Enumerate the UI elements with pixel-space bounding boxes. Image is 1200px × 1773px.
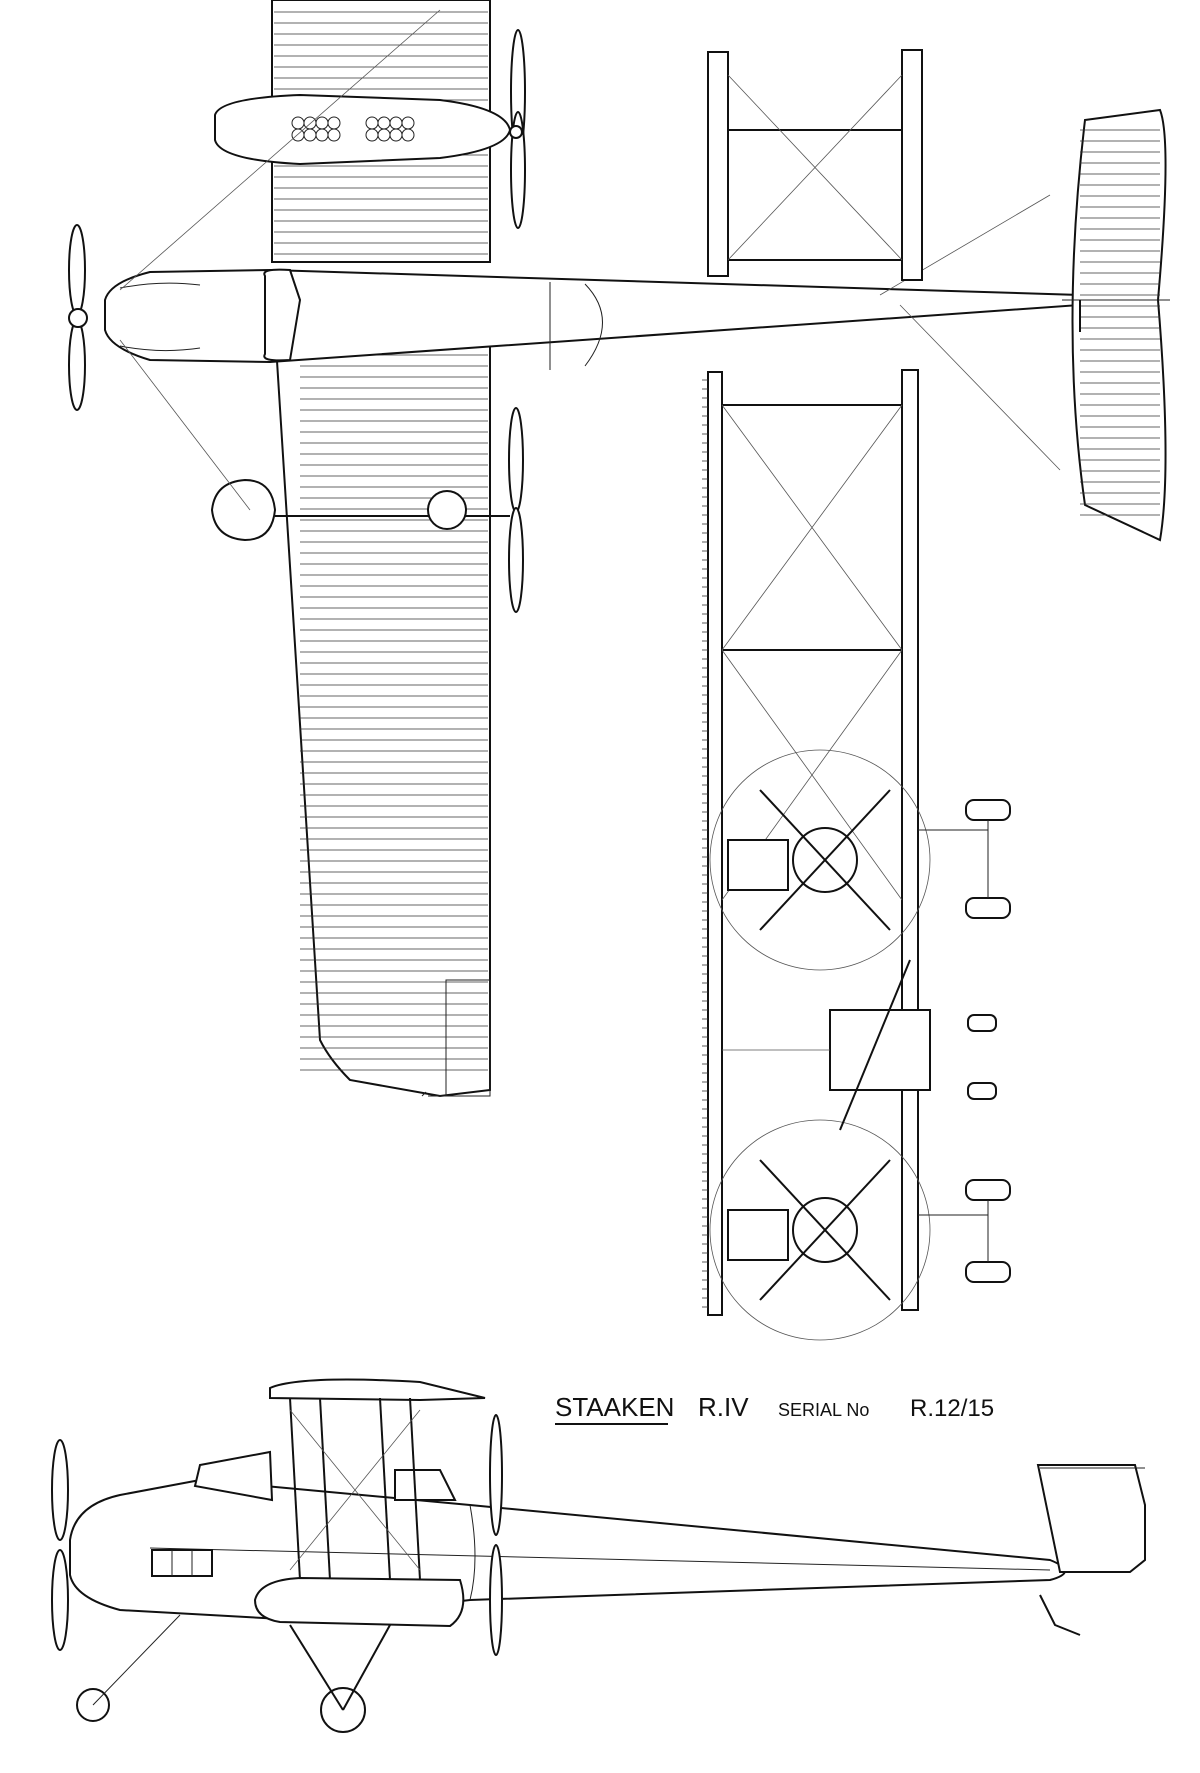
side-upper-wing	[269, 1378, 486, 1402]
front-engine-upper	[709, 749, 931, 971]
plan-engine-nacelle-lower	[210, 478, 510, 542]
front-landing-gear	[918, 799, 1011, 1283]
side-propeller-nose	[51, 1439, 69, 1651]
plan-engine-nacelle-upper	[214, 93, 512, 166]
side-struts	[289, 1397, 421, 1581]
caption-serial-label: SERIAL No	[778, 1400, 869, 1420]
side-tail	[1036, 1464, 1146, 1636]
caption: STAAKEN R.IV SERIAL No R.12/15	[555, 1392, 994, 1425]
caption-serial-number: R.12/15	[910, 1395, 994, 1422]
plan-view	[68, 0, 1170, 1098]
plan-tailplane	[1062, 108, 1170, 542]
side-fuselage	[69, 1478, 1066, 1622]
caption-model: R.IV	[698, 1392, 749, 1422]
engine-cylinders	[291, 116, 415, 142]
plan-propeller-upper	[509, 29, 526, 229]
caption-title: STAAKEN	[555, 1392, 674, 1422]
front-view	[702, 49, 1011, 1341]
plan-propeller-nose	[68, 224, 88, 411]
plan-fuselage	[104, 268, 1081, 370]
front-nose-engine	[722, 959, 931, 1131]
plan-wing-main	[270, 280, 491, 1098]
side-cabin	[193, 1450, 457, 1502]
side-landing-gear	[76, 1614, 391, 1733]
side-lower-wing	[253, 1576, 465, 1628]
side-propeller-wing	[489, 1414, 503, 1656]
front-upper-section	[707, 49, 923, 281]
side-view	[51, 1378, 1146, 1733]
front-engine-lower	[709, 1119, 931, 1341]
plan-propeller-lower	[508, 407, 524, 613]
